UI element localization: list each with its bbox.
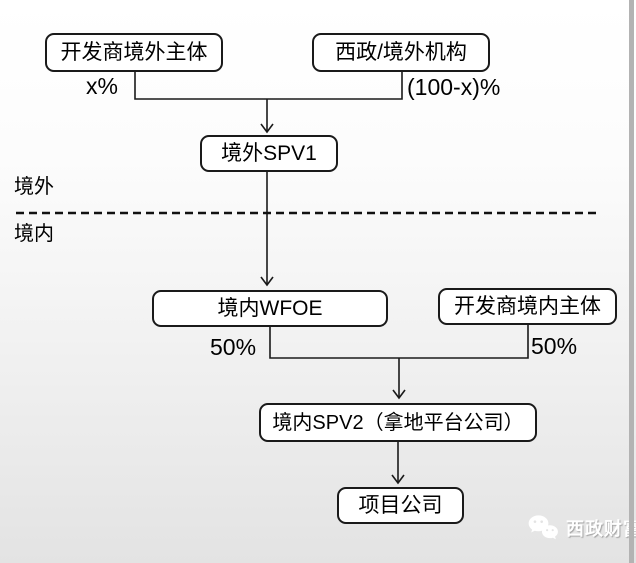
- watermark-brand-text: 西政财富: [566, 519, 636, 539]
- arrowhead-icon: [260, 123, 274, 134]
- region-label-offshore: 境外: [14, 176, 54, 198]
- watermark: 西政财富: [527, 514, 636, 542]
- box-developer-onshore-entity: 开发商境内主体: [438, 288, 617, 325]
- box-onshore-spv2-land-platform: 境内SPV2（拿地平台公司）: [259, 403, 537, 442]
- share-label-dev-onshore-50-percent: 50%: [531, 333, 578, 359]
- box-onshore-wfoe: 境内WFOE: [152, 290, 388, 327]
- box-xizheng-offshore-institution: 西政/境外机构: [312, 33, 490, 72]
- arrowhead-icon: [260, 276, 274, 287]
- box-developer-offshore-entity: 开发商境外主体: [45, 33, 223, 72]
- wechat-icon: [527, 514, 559, 542]
- share-label-100-minus-x-percent: (100-x)%: [407, 74, 501, 100]
- arrowhead-icon: [392, 389, 406, 400]
- box-project-company: 项目公司: [337, 487, 464, 524]
- share-label-wfoe-50-percent: 50%: [210, 334, 257, 360]
- box-offshore-spv1: 境外SPV1: [200, 135, 338, 172]
- region-label-onshore: 境内: [14, 223, 54, 245]
- arrowhead-icon: [391, 474, 405, 485]
- share-label-x-percent: x%: [86, 73, 118, 99]
- slide-right-edge: [629, 0, 634, 563]
